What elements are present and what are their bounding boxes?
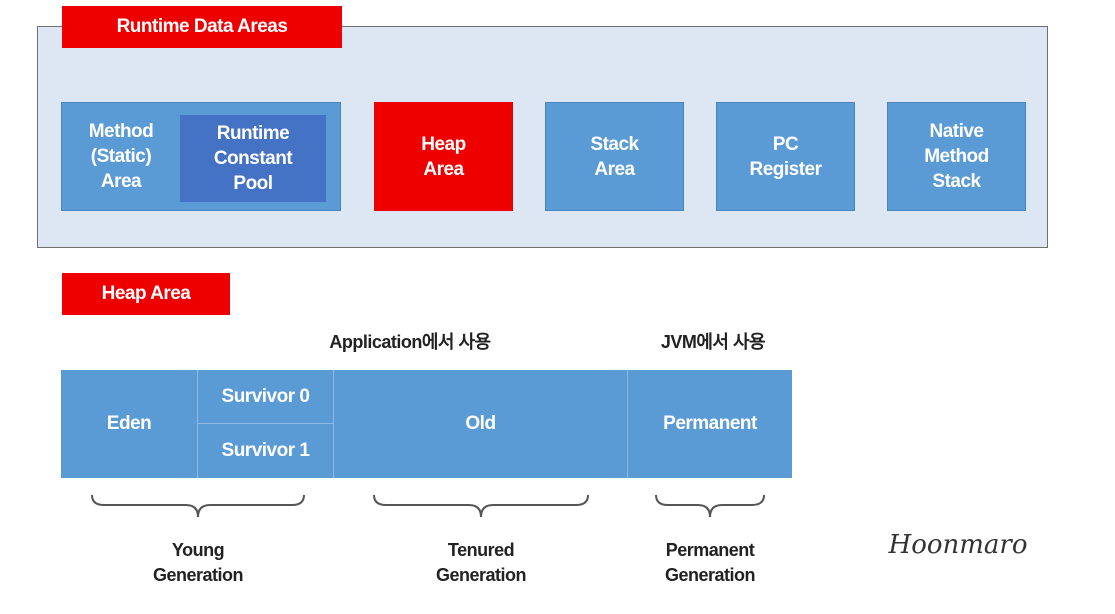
survivor-1-cell: Survivor 1 bbox=[198, 424, 334, 478]
tenured-generation-brace bbox=[373, 494, 589, 518]
permanent-generation-label: Permanent Generation bbox=[664, 540, 756, 585]
young-generation-brace bbox=[91, 494, 305, 518]
young-generation-label: Young Generation bbox=[152, 540, 244, 585]
tenured-generation-label: Tenured Generation bbox=[435, 540, 527, 585]
runtime-constant-pool-box: Runtime Constant Pool bbox=[180, 115, 326, 202]
heap-area-tab: Heap Area bbox=[62, 273, 230, 315]
method-area-label: Method (Static) Area bbox=[88, 121, 154, 192]
pc-register-box: PC Register bbox=[716, 102, 855, 211]
native-method-stack-box: Native Method Stack bbox=[887, 102, 1026, 211]
eden-cell: Eden bbox=[61, 370, 198, 478]
old-cell: Old bbox=[334, 370, 628, 478]
survivor-0-cell: Survivor 0 bbox=[198, 370, 334, 424]
runtime-data-areas-tab: Runtime Data Areas bbox=[62, 6, 342, 48]
stack-area-box: Stack Area bbox=[545, 102, 684, 211]
jvm-usage-heading: JVM에서 사용 bbox=[660, 332, 766, 352]
method-area-box: Method (Static) Area Runtime Constant Po… bbox=[61, 102, 341, 211]
permanent-cell: Permanent bbox=[628, 370, 792, 478]
hoonmaro-signature: Hoonmaro bbox=[888, 530, 1028, 560]
application-usage-heading: Application에서 사용 bbox=[329, 332, 491, 352]
permanent-generation-brace bbox=[655, 494, 765, 518]
heap-area-box: Heap Area bbox=[374, 102, 513, 211]
